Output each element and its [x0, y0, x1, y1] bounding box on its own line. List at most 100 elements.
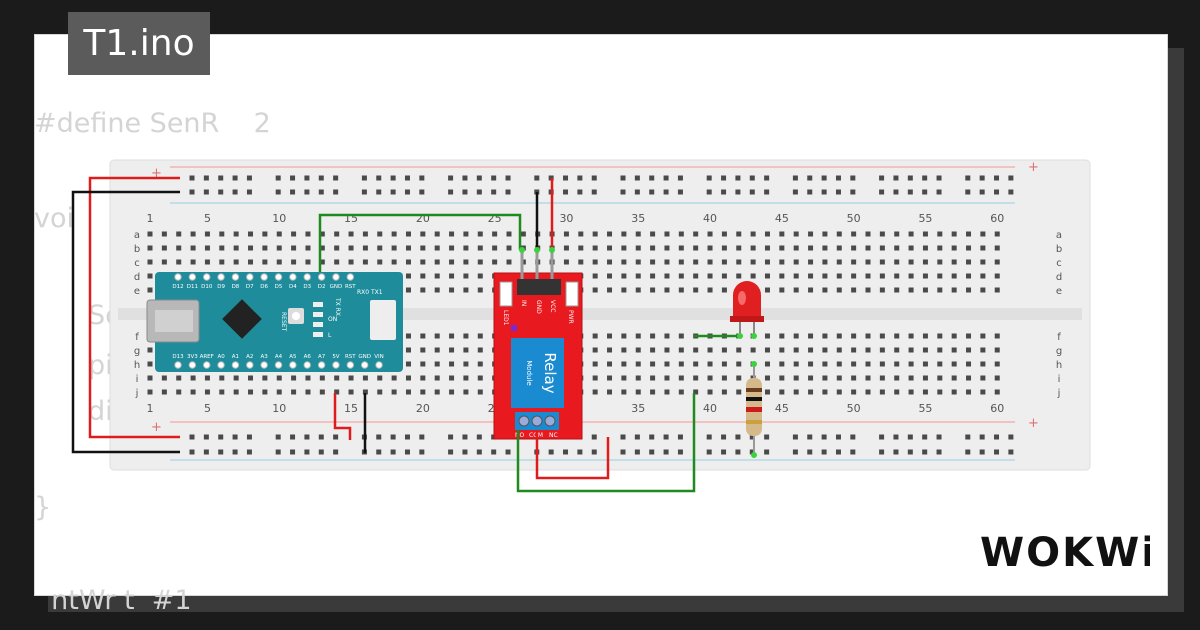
breadboard-hole[interactable] — [922, 333, 928, 339]
breadboard-hole[interactable] — [879, 389, 885, 395]
arduino-pin[interactable] — [174, 361, 182, 369]
breadboard-hole[interactable] — [405, 259, 411, 265]
breadboard-hole[interactable] — [908, 389, 914, 395]
breadboard-hole[interactable] — [377, 259, 383, 265]
breadboard-hole[interactable] — [721, 375, 727, 381]
rail-hole[interactable] — [476, 189, 482, 195]
rail-hole[interactable] — [677, 189, 683, 195]
breadboard-hole[interactable] — [664, 287, 670, 293]
breadboard-hole[interactable] — [377, 231, 383, 237]
rail-hole[interactable] — [505, 449, 511, 455]
breadboard-hole[interactable] — [492, 231, 498, 237]
rail-hole[interactable] — [735, 175, 741, 181]
rail-hole[interactable] — [850, 189, 856, 195]
rail-hole[interactable] — [563, 449, 569, 455]
breadboard-hole[interactable] — [879, 375, 885, 381]
rail-hole[interactable] — [448, 449, 454, 455]
breadboard-hole[interactable] — [362, 245, 368, 251]
rail-hole[interactable] — [505, 175, 511, 181]
breadboard-hole[interactable] — [937, 245, 943, 251]
breadboard-hole[interactable] — [262, 389, 268, 395]
breadboard-hole[interactable] — [592, 361, 598, 367]
breadboard-hole[interactable] — [635, 361, 641, 367]
rail-hole[interactable] — [246, 449, 252, 455]
rail-hole[interactable] — [462, 189, 468, 195]
breadboard-hole[interactable] — [607, 273, 613, 279]
breadboard-hole[interactable] — [650, 287, 656, 293]
breadboard-hole[interactable] — [980, 245, 986, 251]
breadboard-hole[interactable] — [291, 259, 297, 265]
arduino-pin[interactable] — [203, 273, 211, 281]
breadboard-hole[interactable] — [147, 245, 153, 251]
breadboard-hole[interactable] — [994, 389, 1000, 395]
breadboard-hole[interactable] — [248, 245, 254, 251]
arduino-pin[interactable] — [346, 361, 355, 369]
breadboard-hole[interactable] — [865, 259, 871, 265]
breadboard-hole[interactable] — [721, 287, 727, 293]
breadboard-hole[interactable] — [291, 245, 297, 251]
rail-hole[interactable] — [448, 434, 454, 440]
breadboard-hole[interactable] — [248, 375, 254, 381]
breadboard-hole[interactable] — [563, 259, 569, 265]
breadboard-hole[interactable] — [779, 287, 785, 293]
breadboard-hole[interactable] — [908, 287, 914, 293]
breadboard-hole[interactable] — [434, 333, 440, 339]
breadboard-hole[interactable] — [147, 287, 153, 293]
rail-hole[interactable] — [333, 175, 339, 181]
breadboard-hole[interactable] — [262, 259, 268, 265]
rail-hole[interactable] — [1008, 434, 1014, 440]
breadboard-hole[interactable] — [434, 273, 440, 279]
breadboard-hole[interactable] — [966, 361, 972, 367]
breadboard-hole[interactable] — [449, 347, 455, 353]
breadboard-hole[interactable] — [793, 273, 799, 279]
breadboard-hole[interactable] — [937, 259, 943, 265]
rail-hole[interactable] — [419, 175, 425, 181]
breadboard-hole[interactable] — [607, 287, 613, 293]
breadboard-hole[interactable] — [793, 389, 799, 395]
breadboard-hole[interactable] — [607, 245, 613, 251]
wire-red-com[interactable] — [535, 430, 610, 480]
rail-hole[interactable] — [721, 175, 727, 181]
breadboard-hole[interactable] — [650, 361, 656, 367]
breadboard-hole[interactable] — [592, 389, 598, 395]
breadboard-hole[interactable] — [291, 389, 297, 395]
rail-hole[interactable] — [821, 434, 827, 440]
breadboard-hole[interactable] — [276, 259, 282, 265]
rail-hole[interactable] — [634, 175, 640, 181]
breadboard-hole[interactable] — [506, 245, 512, 251]
breadboard-hole[interactable] — [721, 231, 727, 237]
rail-hole[interactable] — [419, 434, 425, 440]
breadboard-hole[interactable] — [707, 347, 713, 353]
breadboard-hole[interactable] — [764, 231, 770, 237]
breadboard-hole[interactable] — [721, 389, 727, 395]
breadboard-hole[interactable] — [951, 375, 957, 381]
resistor[interactable] — [746, 364, 762, 455]
breadboard-hole[interactable] — [664, 389, 670, 395]
rail-hole[interactable] — [1008, 449, 1014, 455]
breadboard-hole[interactable] — [764, 333, 770, 339]
breadboard-hole[interactable] — [607, 231, 613, 237]
breadboard-hole[interactable] — [908, 231, 914, 237]
breadboard-hole[interactable] — [980, 347, 986, 353]
breadboard-hole[interactable] — [635, 333, 641, 339]
breadboard-hole[interactable] — [822, 389, 828, 395]
rail-hole[interactable] — [376, 449, 382, 455]
breadboard-hole[interactable] — [764, 361, 770, 367]
rail-hole[interactable] — [721, 449, 727, 455]
rail-hole[interactable] — [850, 175, 856, 181]
breadboard-hole[interactable] — [994, 259, 1000, 265]
breadboard-hole[interactable] — [922, 245, 928, 251]
breadboard-hole[interactable] — [894, 231, 900, 237]
rail-hole[interactable] — [721, 189, 727, 195]
arduino-pin[interactable] — [174, 273, 182, 281]
rail-hole[interactable] — [835, 189, 841, 195]
breadboard-hole[interactable] — [362, 389, 368, 395]
rail-hole[interactable] — [290, 175, 296, 181]
breadboard-hole[interactable] — [779, 361, 785, 367]
rail-hole[interactable] — [893, 175, 899, 181]
breadboard-hole[interactable] — [176, 245, 182, 251]
breadboard-hole[interactable] — [420, 389, 426, 395]
breadboard-hole[interactable] — [822, 259, 828, 265]
breadboard-hole[interactable] — [233, 375, 239, 381]
breadboard-hole[interactable] — [463, 389, 469, 395]
